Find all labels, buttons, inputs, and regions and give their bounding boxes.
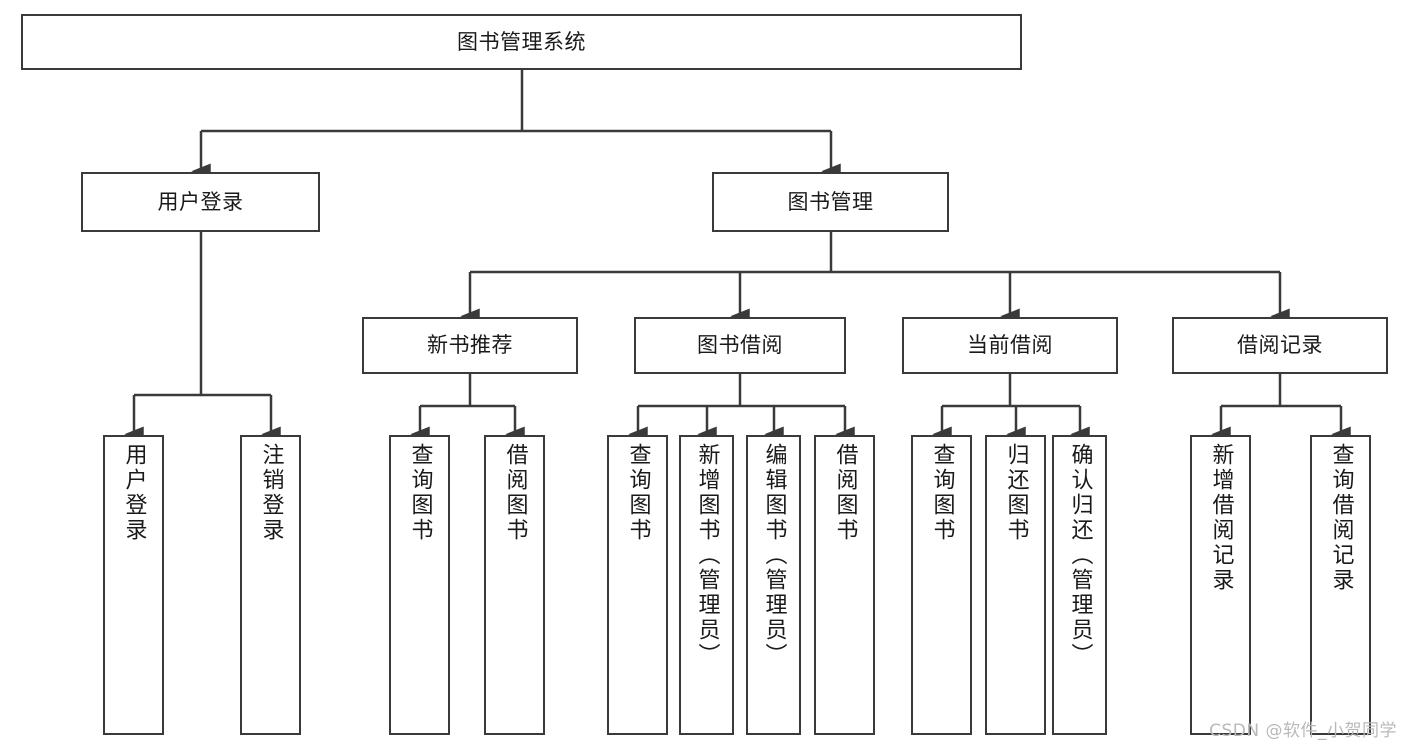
node-label-root: 图书管理系统 bbox=[457, 29, 586, 54]
node-label-leaf-query-record: 查询借阅记录 bbox=[1328, 443, 1354, 593]
node-label-new-book-rec: 新书推荐 bbox=[427, 333, 513, 358]
node-label-leaf-edit-book: 编辑图书（管理员） bbox=[761, 443, 787, 668]
node-leaf-edit-book: 编辑图书（管理员） bbox=[746, 435, 801, 735]
node-user-login: 用户登录 bbox=[81, 172, 320, 232]
node-label-borrow-record: 借阅记录 bbox=[1237, 333, 1323, 358]
node-label-book-borrow: 图书借阅 bbox=[697, 333, 783, 358]
node-label-leaf-user-login: 用户登录 bbox=[121, 443, 147, 543]
node-label-current-borrow: 当前借阅 bbox=[967, 333, 1053, 358]
node-borrow-record: 借阅记录 bbox=[1172, 317, 1388, 374]
node-new-book-rec: 新书推荐 bbox=[362, 317, 578, 374]
node-label-leaf-add-book: 新增图书（管理员） bbox=[694, 443, 720, 668]
watermark: CSDN @软件_小贺同学 bbox=[1209, 721, 1397, 741]
node-leaf-return-book: 归还图书 bbox=[985, 435, 1046, 735]
node-leaf-user-logout: 注销登录 bbox=[240, 435, 301, 735]
node-label-leaf-query-book-cur: 查询图书 bbox=[929, 443, 955, 543]
node-label-leaf-add-record: 新增借阅记录 bbox=[1208, 443, 1234, 593]
node-leaf-confirm-return: 确认归还（管理员） bbox=[1052, 435, 1107, 735]
node-leaf-query-book-rec: 查询图书 bbox=[389, 435, 450, 735]
node-label-leaf-query-book-borrow: 查询图书 bbox=[625, 443, 651, 543]
node-label-leaf-confirm-return: 确认归还（管理员） bbox=[1067, 443, 1093, 668]
node-leaf-user-login: 用户登录 bbox=[103, 435, 164, 735]
node-label-leaf-user-logout: 注销登录 bbox=[258, 443, 284, 543]
node-label-book-manage: 图书管理 bbox=[787, 189, 874, 214]
node-label-leaf-borrow-book: 借阅图书 bbox=[832, 443, 858, 543]
node-label-user-login: 用户登录 bbox=[157, 189, 244, 214]
node-label-leaf-return-book: 归还图书 bbox=[1003, 443, 1029, 543]
node-leaf-query-record: 查询借阅记录 bbox=[1310, 435, 1371, 735]
node-leaf-query-book-borrow: 查询图书 bbox=[607, 435, 668, 735]
node-leaf-borrow-book: 借阅图书 bbox=[814, 435, 875, 735]
node-current-borrow: 当前借阅 bbox=[902, 317, 1118, 374]
node-root: 图书管理系统 bbox=[21, 14, 1022, 70]
node-leaf-borrow-book-rec: 借阅图书 bbox=[484, 435, 545, 735]
node-leaf-query-book-cur: 查询图书 bbox=[911, 435, 972, 735]
node-label-leaf-query-book-rec: 查询图书 bbox=[407, 443, 433, 543]
node-book-borrow: 图书借阅 bbox=[634, 317, 846, 374]
node-leaf-add-book: 新增图书（管理员） bbox=[679, 435, 734, 735]
node-label-leaf-borrow-book-rec: 借阅图书 bbox=[502, 443, 528, 543]
node-book-manage: 图书管理 bbox=[712, 172, 949, 232]
node-leaf-add-record: 新增借阅记录 bbox=[1190, 435, 1251, 735]
